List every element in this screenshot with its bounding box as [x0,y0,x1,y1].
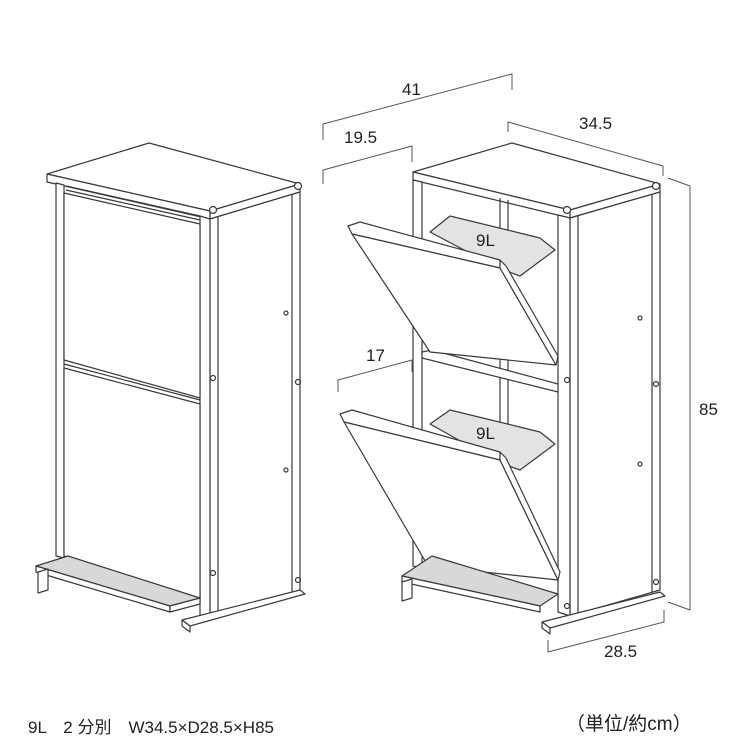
dimension-door-open-label: 17 [366,346,385,365]
dimension-door-depth-label: 19.5 [344,128,378,147]
lower-bin-capacity-label: 9L [476,424,495,443]
spec-caption: 9L 2 分別 W34.5×D28.5×H85 [28,718,274,737]
dimension-lines [322,73,691,653]
unit-caption: （単位/約cm） [566,714,692,735]
dimension-cabinet-width-label: 34.5 [579,114,613,133]
dimension-base-depth-label: 28.5 [604,642,638,661]
closed-cabinet [35,142,306,633]
open-cabinet [339,142,666,635]
dimension-total-width-label: 41 [402,80,421,99]
upper-bin-capacity-label: 9L [476,231,495,250]
dimension-height-label: 85 [699,400,718,419]
